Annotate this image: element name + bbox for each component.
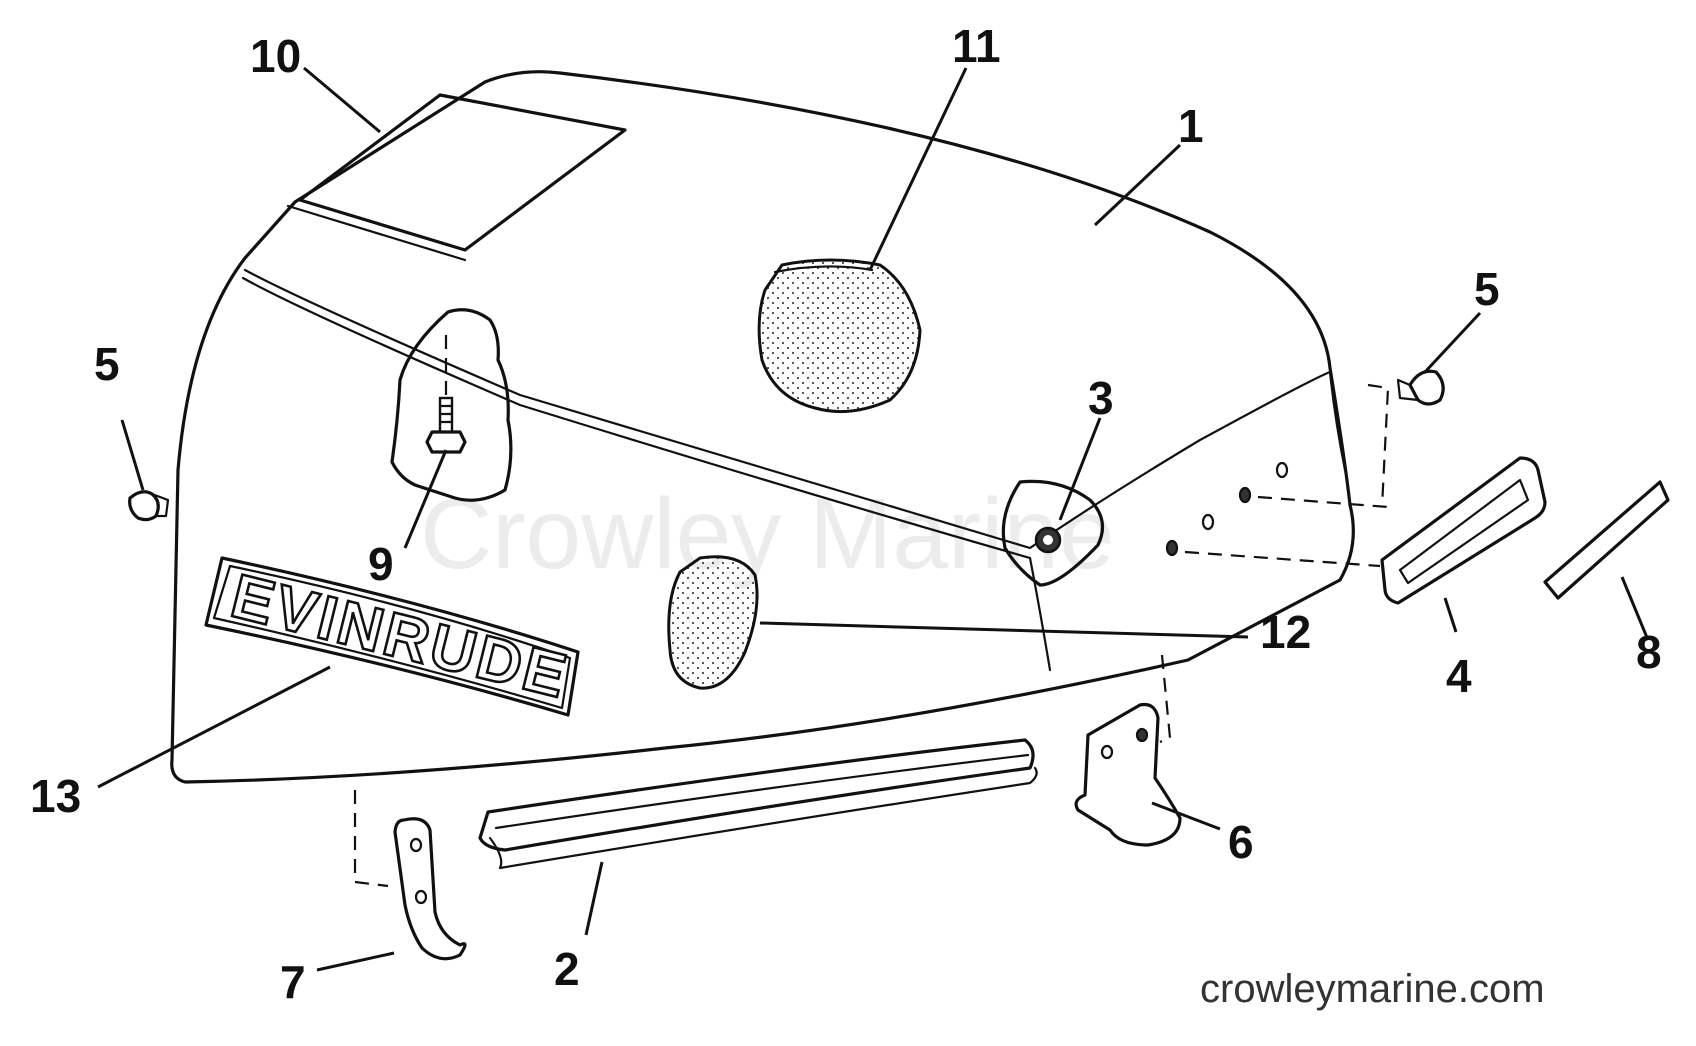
callout-11: 11 [952,20,1001,72]
insert-label [1543,480,1670,600]
cover-latch [1001,479,1105,587]
watermark-text: Crowley Marine [420,478,1115,590]
motor-cover [170,70,1355,784]
callout-1: 1 [1178,100,1204,152]
top-panel-decal [286,93,627,262]
website-text: crowleymarine.com [1200,967,1545,1011]
leader-lines [97,66,1650,972]
callout-6: 6 [1228,816,1254,868]
plug-right [1396,369,1445,406]
callout-5-right: 5 [1474,263,1500,315]
callout-7: 7 [280,956,306,1008]
bracket-right [1074,654,1182,847]
callout-3: 3 [1088,372,1114,424]
plug-left [128,490,170,522]
callout-9: 9 [368,538,394,590]
callout-8: 8 [1636,626,1662,678]
callout-13: 13 [30,770,81,822]
acoustic-pad-large [757,258,922,414]
callout-4: 4 [1446,650,1472,702]
rubber-seal-strip [478,738,1038,870]
callout-12: 12 [1260,606,1311,658]
callout-5-left: 5 [94,338,120,390]
bracket-left [353,790,467,961]
cutaway-screw [390,308,513,502]
callout-2: 2 [554,943,580,995]
callout-10: 10 [250,30,301,82]
acoustic-pad-small [667,555,759,690]
side-mounting-holes [1165,383,1390,568]
callout-labels: 10 11 1 3 5 5 9 12 4 8 13 6 2 7 [30,20,1662,1008]
cover-insert [1380,456,1547,605]
